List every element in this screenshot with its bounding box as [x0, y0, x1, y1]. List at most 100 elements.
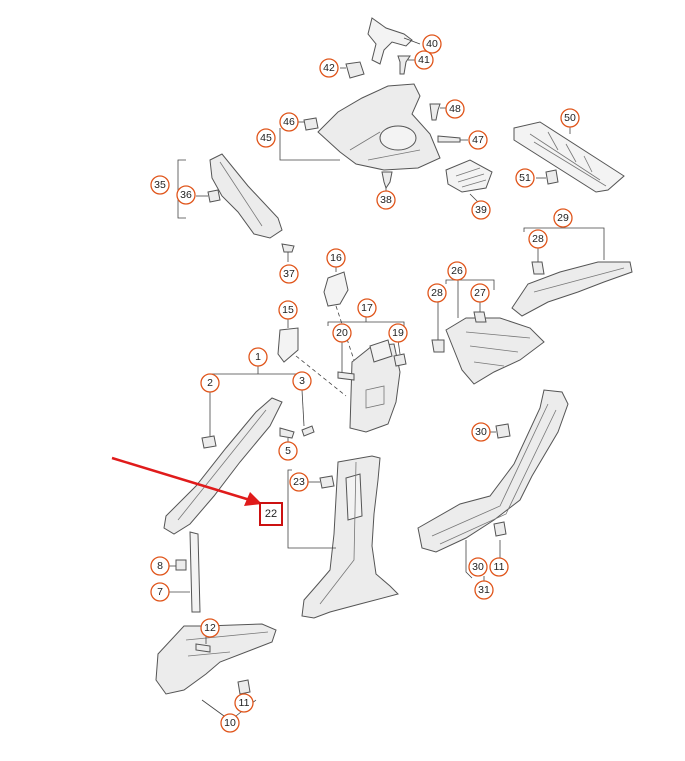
callout-30-upper[interactable]: 30	[471, 422, 491, 442]
callouts: 40 41 42 48 46 45 47 50 51 35 36 38 39 3…	[150, 34, 580, 733]
svg-text:40: 40	[426, 38, 438, 50]
svg-text:2: 2	[207, 377, 213, 389]
bracket-29	[523, 227, 605, 260]
front-sill-group	[155, 623, 277, 717]
rear-upper-trim-group	[279, 17, 493, 203]
callout-1[interactable]: 1	[248, 347, 268, 367]
b-pillar-upper-group	[277, 266, 407, 433]
seal-strip-7	[189, 531, 201, 613]
svg-text:16: 16	[330, 252, 342, 264]
callout-7[interactable]: 7	[150, 582, 170, 602]
rear-quarter-upper-trim	[317, 83, 441, 171]
svg-text:11: 11	[239, 697, 250, 709]
callout-19[interactable]: 19	[388, 323, 408, 343]
callout-29[interactable]: 29	[553, 208, 573, 228]
trim-29-edge	[533, 267, 625, 293]
svg-text:12: 12	[204, 622, 216, 634]
callout-11-left[interactable]: 11	[234, 693, 254, 713]
screw-12	[195, 643, 211, 653]
clip-51	[545, 169, 559, 185]
clip-11-right	[493, 521, 507, 537]
callout-37[interactable]: 37	[279, 264, 299, 284]
callout-11-right[interactable]: 11	[489, 557, 509, 577]
right-sill-group	[417, 389, 569, 582]
callout-35[interactable]: 35	[150, 175, 170, 195]
lead-45	[279, 128, 340, 161]
svg-text:36: 36	[180, 189, 192, 201]
plate-detail	[529, 131, 607, 187]
callout-40[interactable]: 40	[422, 34, 442, 54]
callout-50[interactable]: 50	[560, 108, 580, 128]
bracket-1	[209, 373, 303, 384]
callout-48[interactable]: 48	[445, 99, 465, 119]
callout-2[interactable]: 2	[200, 373, 220, 393]
svg-text:48: 48	[449, 103, 461, 115]
callout-3[interactable]: 3	[292, 371, 312, 391]
c-pillar-trim-35	[209, 153, 283, 239]
screw-37	[281, 243, 295, 253]
screw-5	[279, 427, 295, 439]
callout-46[interactable]: 46	[279, 112, 299, 132]
clip-19	[393, 353, 407, 367]
callout-8[interactable]: 8	[150, 556, 170, 576]
callout-12[interactable]: 12	[200, 618, 220, 638]
callout-38[interactable]: 38	[376, 190, 396, 210]
callout-45[interactable]: 45	[256, 128, 276, 148]
clip-36	[207, 189, 221, 203]
lower-trim-26	[445, 317, 545, 385]
callout-16[interactable]: 16	[326, 248, 346, 268]
dash-15	[295, 355, 347, 397]
callout-42[interactable]: 42	[319, 58, 339, 78]
clip-11-left	[237, 679, 251, 695]
callout-26[interactable]: 26	[447, 261, 467, 281]
svg-text:27: 27	[474, 287, 486, 299]
callout-51[interactable]: 51	[515, 168, 535, 188]
callout-28-upper[interactable]: 28	[528, 229, 548, 249]
lead-40	[403, 37, 421, 45]
svg-text:28: 28	[431, 287, 443, 299]
callout-10[interactable]: 10	[220, 713, 240, 733]
clip-3	[301, 425, 315, 437]
svg-text:30: 30	[472, 561, 484, 573]
svg-text:51: 51	[519, 172, 531, 184]
bracket-31	[465, 540, 501, 579]
svg-text:38: 38	[380, 194, 392, 206]
callout-23[interactable]: 23	[289, 472, 309, 492]
screw-20	[337, 371, 355, 381]
callout-28-lower[interactable]: 28	[427, 283, 447, 303]
clip-8	[175, 559, 187, 571]
rear-side-trim-29	[511, 261, 633, 317]
speaker-grille-opening	[379, 125, 417, 151]
callout-5[interactable]: 5	[278, 441, 298, 461]
rear-side-trim-group	[431, 227, 633, 385]
bolt-48	[429, 103, 441, 121]
callout-27[interactable]: 27	[470, 283, 490, 303]
callout-31[interactable]: 31	[474, 580, 494, 600]
svg-text:45: 45	[260, 132, 272, 144]
callout-17[interactable]: 17	[357, 298, 377, 318]
svg-text:15: 15	[282, 304, 294, 316]
sill-plate-50-group	[513, 121, 625, 193]
sill-10-edge	[185, 631, 269, 657]
callout-39[interactable]: 39	[471, 200, 491, 220]
svg-text:17: 17	[361, 302, 373, 314]
svg-text:5: 5	[285, 445, 291, 457]
seatbelt-guide	[369, 339, 393, 363]
highlighted-callout-box[interactable]	[259, 502, 283, 526]
c-pillar-trim-35-group	[177, 153, 295, 262]
b-pillar-lower-group	[287, 455, 399, 619]
lead-39	[469, 193, 479, 203]
callout-47[interactable]: 47	[468, 130, 488, 150]
pillar-35-edge	[219, 161, 263, 227]
a-pillar-group	[163, 364, 315, 613]
svg-text:23: 23	[293, 476, 305, 488]
svg-text:28: 28	[532, 233, 544, 245]
callout-20[interactable]: 20	[332, 323, 352, 343]
clip-23	[319, 475, 335, 489]
svg-text:30: 30	[475, 426, 487, 438]
callout-30-lower[interactable]: 30	[468, 557, 488, 577]
callout-41[interactable]: 41	[414, 50, 434, 70]
trim-26-ribs	[465, 331, 531, 367]
callout-15[interactable]: 15	[278, 300, 298, 320]
callout-36[interactable]: 36	[176, 185, 196, 205]
